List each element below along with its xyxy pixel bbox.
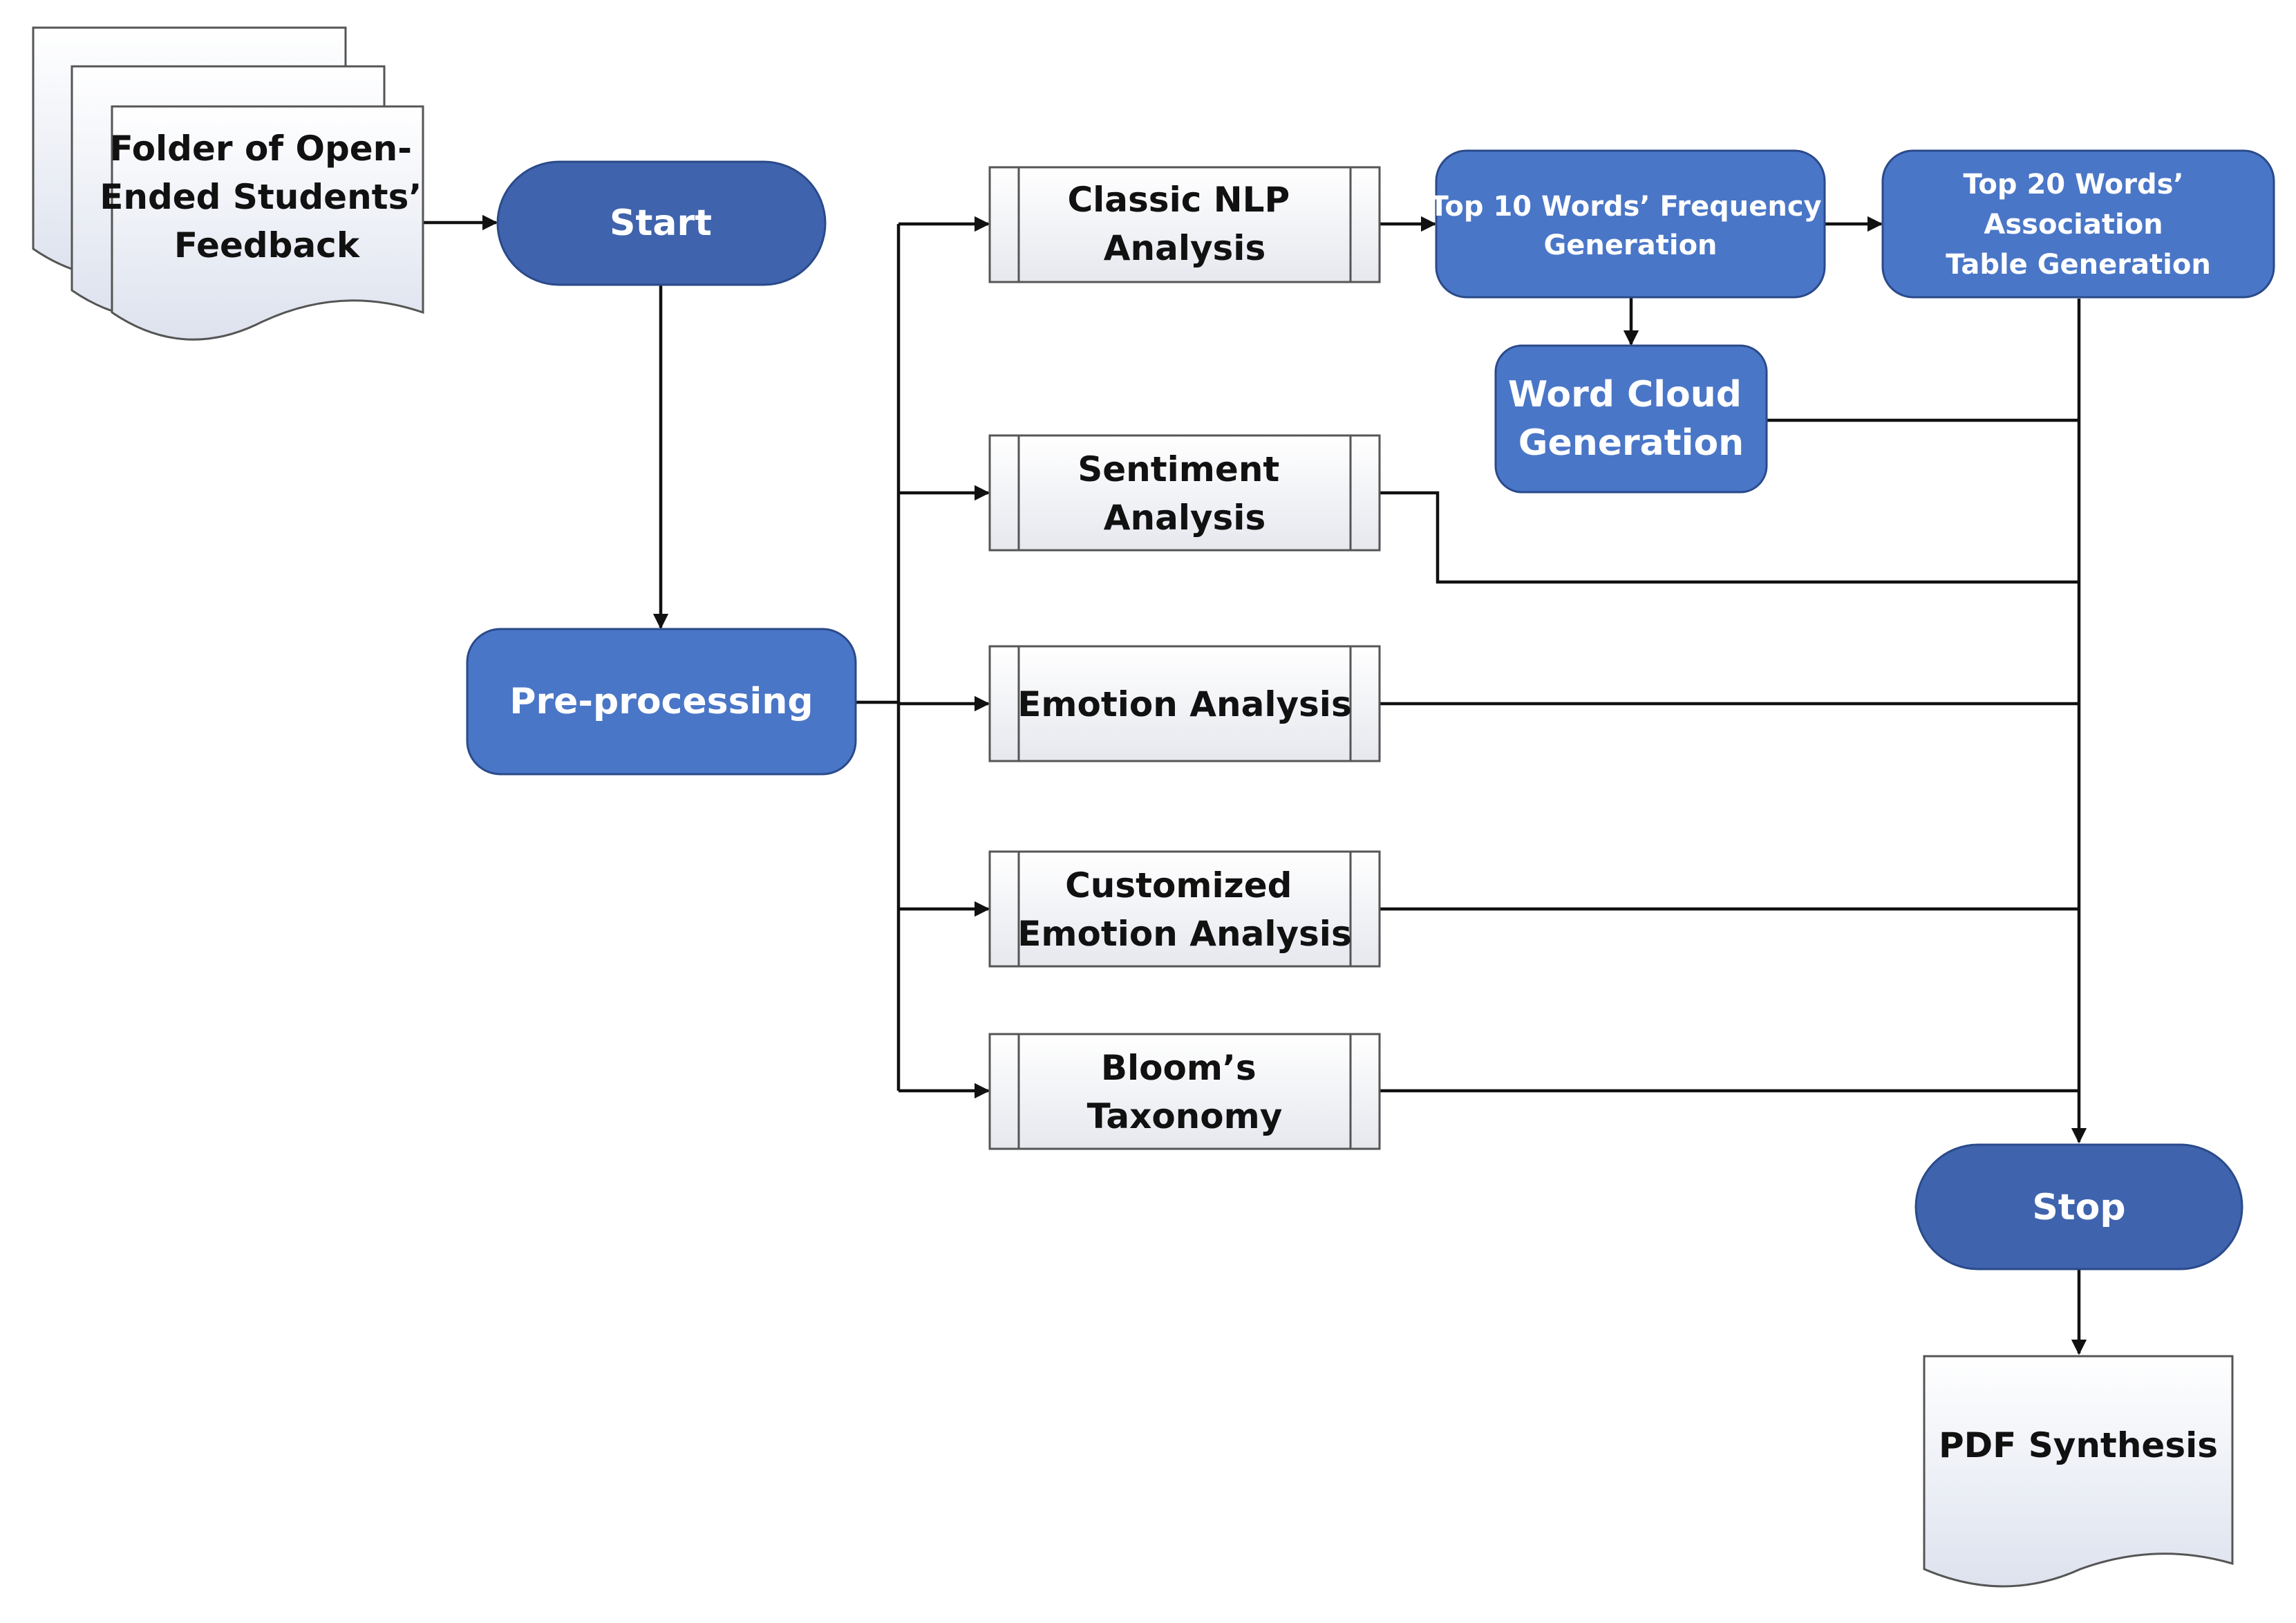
start-terminator-node: Start [496, 160, 827, 286]
folder-label-line: Folder of Open- [110, 129, 412, 169]
emotion-subprocess-node: Emotion Analysis [988, 645, 1381, 762]
blooms-label-line: Taxonomy [1087, 1096, 1283, 1136]
top20-label-line: Top 20 Words’ [1963, 169, 2183, 200]
preprocessing-process-node: Pre-processing [466, 628, 857, 776]
pdf-document-node: PDF Synthesis [1923, 1355, 2234, 1588]
blooms-subprocess-node: Bloom’s Taxonomy [988, 1033, 1381, 1150]
folder-label-line: Ended Students’ [100, 177, 422, 217]
classic-nlp-label-line: Analysis [1104, 228, 1265, 268]
emotion-label: Emotion Analysis [1017, 684, 1351, 724]
stop-terminator-node: Stop [1914, 1143, 2243, 1270]
edge-sentiment-to-merge [1380, 491, 2079, 584]
wordcloud-label: Word Cloud Generation [1508, 374, 1754, 464]
top20-label: Top 20 Words’ Association Table Generati… [1946, 169, 2211, 281]
sentiment-label: Sentiment Analysis [1078, 449, 1292, 538]
sentiment-label-line: Analysis [1104, 498, 1265, 538]
top20-label-line: Association [1984, 209, 2163, 241]
classic-nlp-label: Classic NLP Analysis [1067, 180, 1301, 268]
blooms-label: Bloom’s Taxonomy [1087, 1048, 1283, 1136]
custom-emotion-label-line: Emotion Analysis [1017, 914, 1351, 954]
wordcloud-process-node: Word Cloud Generation [1494, 344, 1768, 494]
top20-label-line: Table Generation [1946, 249, 2211, 281]
wordcloud-label-line: Generation [1518, 422, 1744, 464]
top20-process-node: Top 20 Words’ Association Table Generati… [1881, 149, 2275, 299]
top10-label-line: Top 10 Words’ Frequency [1429, 191, 1821, 223]
classic-nlp-label-line: Classic NLP [1067, 180, 1290, 220]
preprocessing-label: Pre-processing [509, 681, 813, 722]
custom-emotion-label: Customized Emotion Analysis [1017, 865, 1351, 954]
sentiment-label-line: Sentiment [1078, 449, 1279, 489]
blooms-label-line: Bloom’s [1101, 1048, 1257, 1088]
top10-label: Top 10 Words’ Frequency Generation [1429, 191, 1831, 261]
wordcloud-label-line: Word Cloud [1508, 374, 1742, 415]
sentiment-subprocess-node: Sentiment Analysis [988, 434, 1381, 552]
folder-multidocument-node: Folder of Open- Ended Students’ Feedback [32, 26, 434, 341]
start-label: Start [610, 203, 712, 244]
top10-process-node: Top 10 Words’ Frequency Generation [1429, 149, 1831, 299]
connectors [423, 214, 2087, 1355]
classic-nlp-subprocess-node: Classic NLP Analysis [988, 166, 1381, 283]
custom-emotion-subprocess-node: Customized Emotion Analysis [988, 850, 1381, 968]
stop-label: Stop [2032, 1187, 2125, 1228]
folder-label: Folder of Open- Ended Students’ Feedback [100, 129, 434, 265]
top10-label-line: Generation [1543, 229, 1717, 261]
custom-emotion-label-line: Customized [1065, 865, 1292, 906]
pdf-label: PDF Synthesis [1939, 1425, 2218, 1465]
folder-label-line: Feedback [174, 225, 361, 265]
